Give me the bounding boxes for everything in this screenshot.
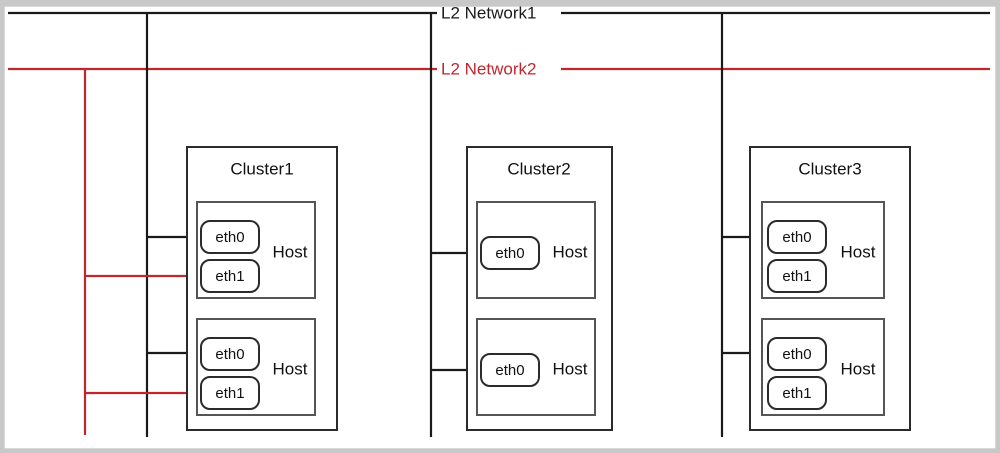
cluster3-host2-eth0-label: eth0: [782, 346, 811, 363]
cluster1-host1-eth1-box[interactable]: [200, 259, 260, 293]
cluster1-host1-eth0-box[interactable]: [200, 220, 260, 254]
cluster3-host2-eth1[interactable]: eth1: [767, 376, 827, 410]
cluster3-host1-eth0-box[interactable]: [767, 220, 827, 254]
l2-network2-label: L2 Network2: [441, 59, 536, 78]
cluster2-host2-eth0-label: eth0: [495, 362, 524, 379]
cluster3-host2-eth1-label: eth1: [782, 385, 811, 402]
cluster3-host2-eth0[interactable]: eth0: [767, 337, 827, 371]
cluster1-label: Cluster1: [230, 159, 293, 178]
cluster1-host2-eth0[interactable]: eth0: [200, 337, 260, 371]
cluster2-host1-eth0[interactable]: eth0: [480, 236, 540, 270]
l2-network1-label: L2 Network1: [441, 3, 536, 22]
cluster2-host2-eth0[interactable]: eth0: [480, 353, 540, 387]
cluster3-host1-label: Host: [841, 242, 876, 261]
cluster3-host2-label: Host: [841, 359, 876, 378]
cluster1-host2-eth0-label: eth0: [215, 346, 244, 363]
cluster2-host2-eth0-box[interactable]: [480, 353, 540, 387]
cluster3-host2-eth0-box[interactable]: [767, 337, 827, 371]
cluster1-host2-eth1-box[interactable]: [200, 376, 260, 410]
cluster3-host1-eth1[interactable]: eth1: [767, 259, 827, 293]
cluster1-host1-eth0-label: eth0: [215, 229, 244, 246]
cluster2-host1-eth0-label: eth0: [495, 245, 524, 262]
cluster3-label: Cluster3: [798, 159, 861, 178]
cluster1-host2-eth1[interactable]: eth1: [200, 376, 260, 410]
cluster3-host1-eth0-label: eth0: [782, 229, 811, 246]
cluster1-host1-label: Host: [273, 242, 308, 261]
cluster1-host1-eth0[interactable]: eth0: [200, 220, 260, 254]
cluster1-host1-eth1-label: eth1: [215, 268, 244, 285]
cluster3-host1-eth0[interactable]: eth0: [767, 220, 827, 254]
cluster2-label: Cluster2: [507, 159, 570, 178]
cluster3-host1-eth1-box[interactable]: [767, 259, 827, 293]
cluster2-host2-label: Host: [553, 359, 588, 378]
cluster1-host2-label: Host: [273, 359, 308, 378]
cluster2-host1-label: Host: [553, 242, 588, 261]
cluster1-host1-eth1[interactable]: eth1: [200, 259, 260, 293]
cluster3-host1-eth1-label: eth1: [782, 268, 811, 285]
cluster1-host2-eth0-box[interactable]: [200, 337, 260, 371]
cluster3-host2-eth1-box[interactable]: [767, 376, 827, 410]
cluster1-host2-eth1-label: eth1: [215, 385, 244, 402]
cluster2-host1-eth0-box[interactable]: [480, 236, 540, 270]
